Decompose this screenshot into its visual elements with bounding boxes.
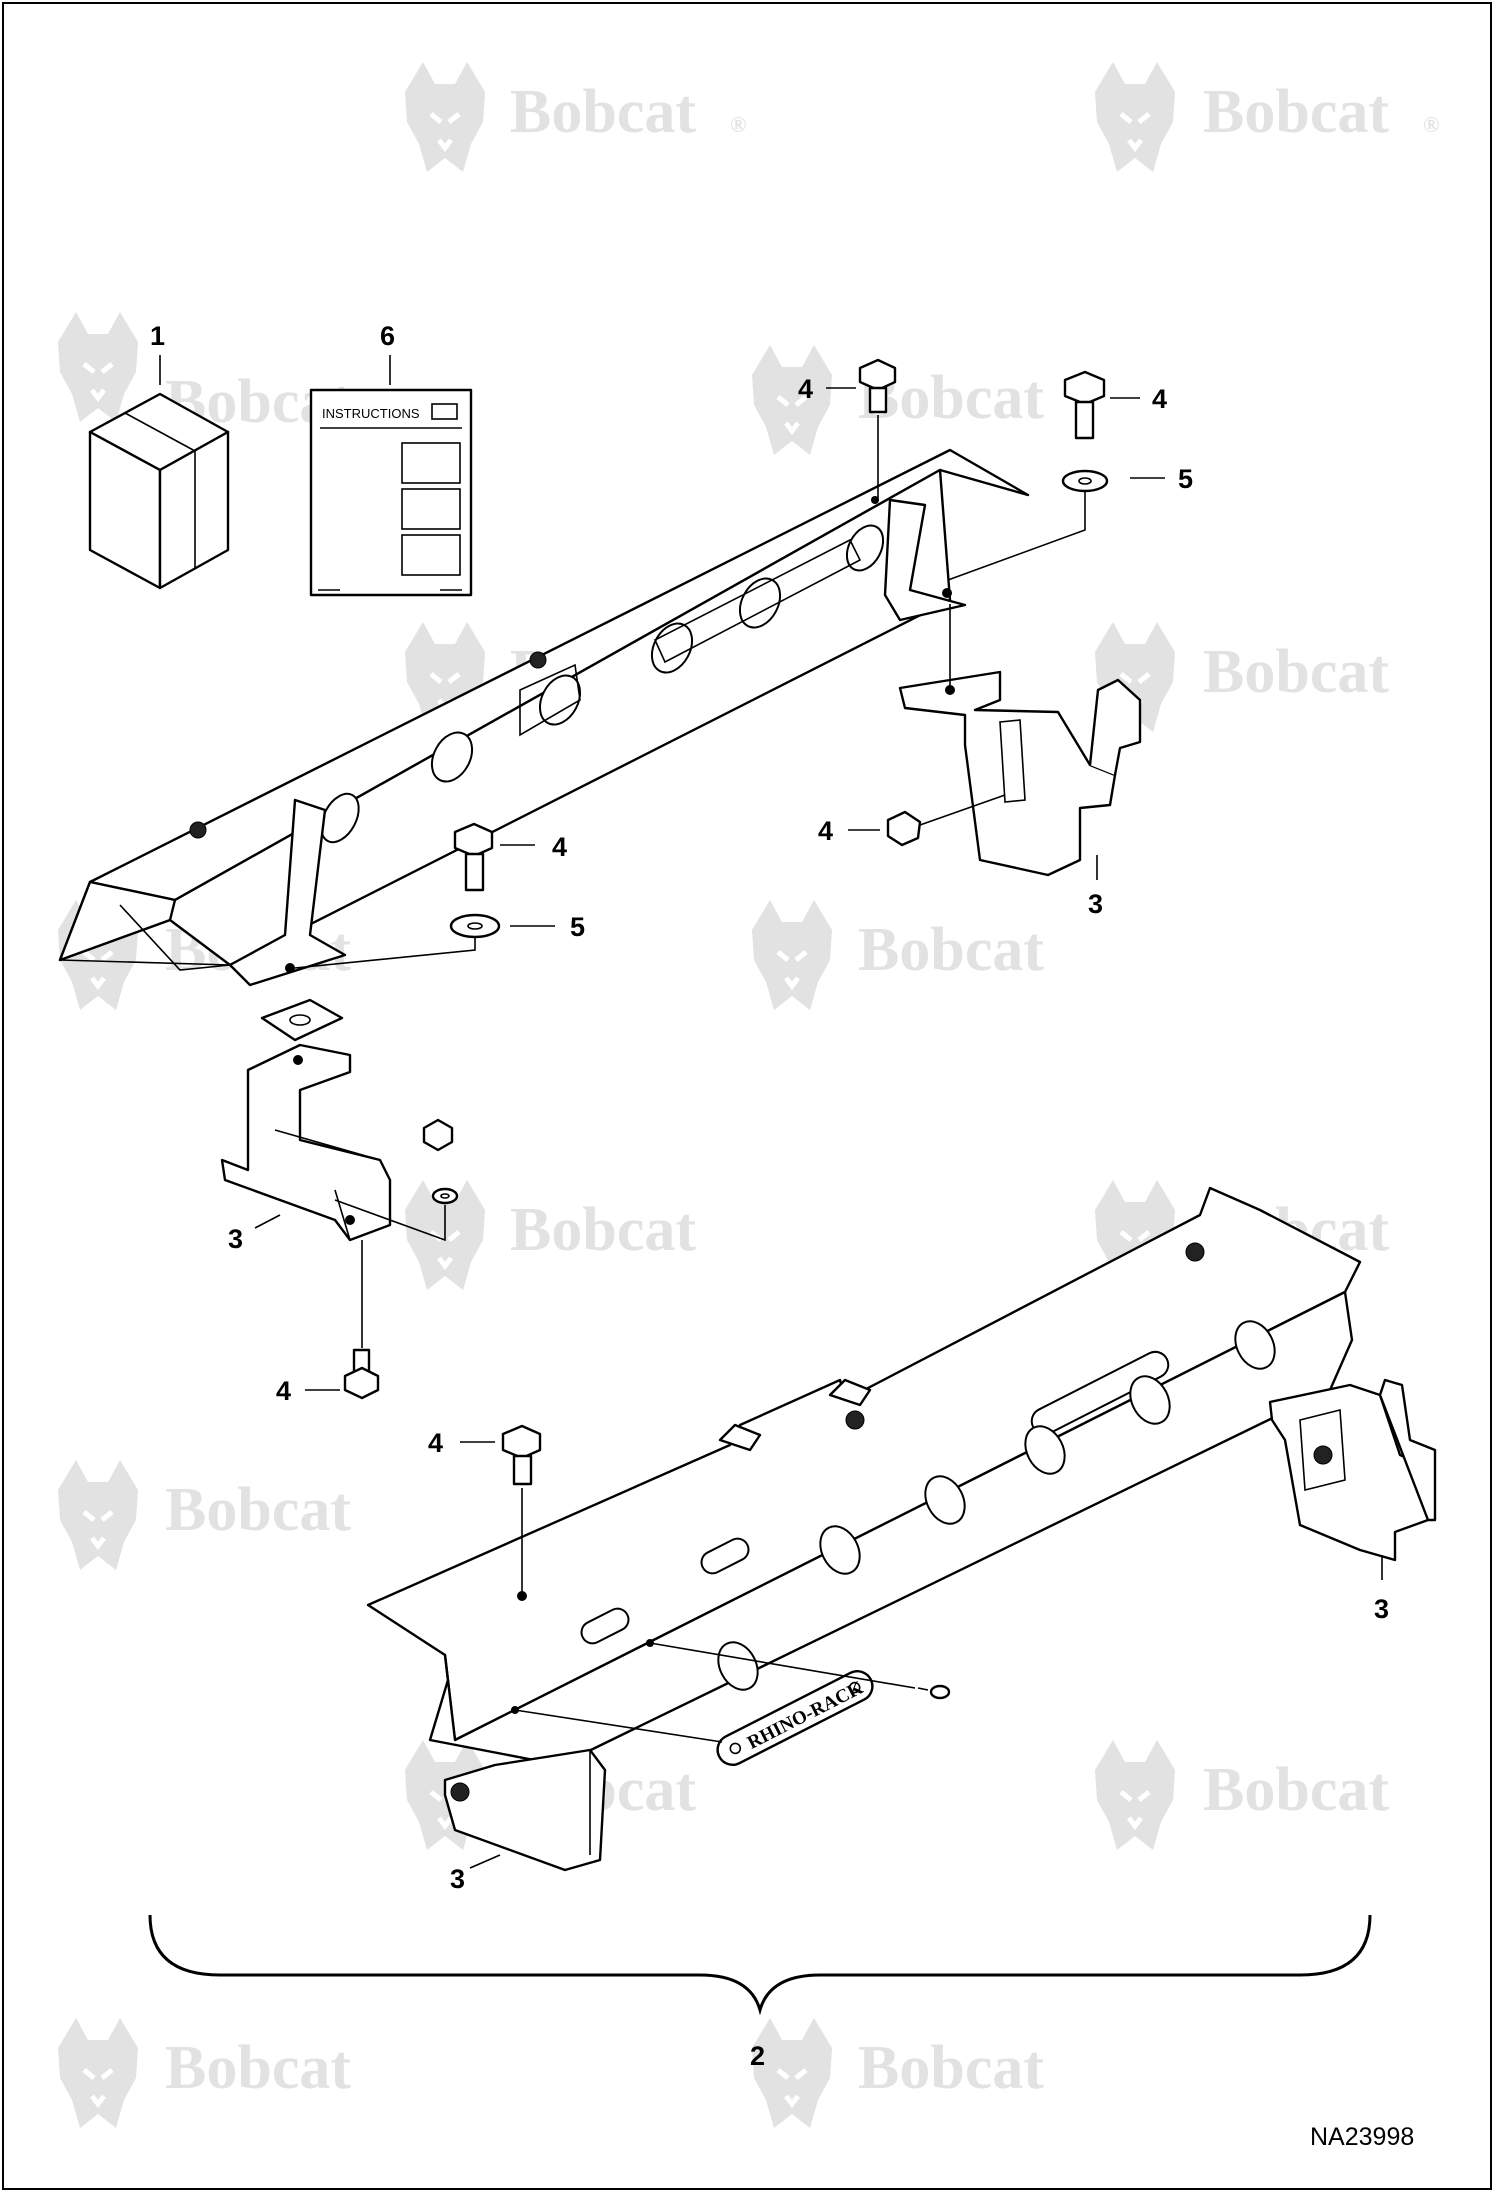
spacer-plate — [260, 998, 344, 1042]
callout-assembly: 2 — [750, 2041, 765, 2071]
leader-line — [919, 794, 1006, 826]
callout-kit: 1 — [150, 321, 165, 351]
watermark-text: Bobcat — [858, 2034, 1044, 2102]
flange-bolt — [343, 1348, 380, 1400]
watermark-text: Bobcat — [1203, 638, 1389, 706]
bobcat-head-logo-icon — [58, 2018, 138, 2128]
callout-bracket: 3 — [450, 1864, 465, 1894]
callout-washer: 5 — [1178, 464, 1193, 494]
leader-line — [514, 1709, 723, 1743]
upper-rail — [58, 448, 1030, 987]
rivet — [917, 1684, 951, 1700]
mount-bracket-lower-left — [220, 1043, 392, 1242]
drawing-number: NA23998 — [1310, 2123, 1414, 2151]
callout-instructions: 6 — [380, 321, 395, 351]
callout-bolt: 4 — [552, 832, 567, 862]
watermark-text: Bobcat — [858, 916, 1044, 984]
callout-bracket: 3 — [1374, 1594, 1389, 1624]
leader-line — [294, 937, 476, 969]
flat-washer — [449, 913, 501, 939]
flange-bolt — [501, 1424, 542, 1486]
bobcat-head-logo-icon — [58, 1460, 138, 1570]
mount-bracket-upper-right — [898, 670, 1142, 877]
watermark-text: Bobcat — [165, 1476, 351, 1544]
mount-bracket-lower-right — [1268, 1378, 1437, 1562]
leader-line — [649, 1642, 916, 1689]
callout-bolt: 4 — [1152, 384, 1167, 414]
bobcat-head-logo-icon — [1095, 62, 1175, 172]
nameplate-text: RHINO-RACK — [744, 1677, 867, 1753]
kit-box — [88, 392, 230, 590]
watermark-text: Bobcat — [1203, 1756, 1389, 1824]
callout-bolt: 4 — [818, 816, 833, 846]
callout-washer: 5 — [570, 912, 585, 942]
watermark-text: Bobcat — [1203, 78, 1389, 146]
watermark-text: Bobcat — [165, 2034, 351, 2102]
bobcat-head-logo-icon — [752, 345, 832, 455]
bobcat-head-logo-icon — [752, 2018, 832, 2128]
watermark-registered: ® — [1423, 112, 1439, 137]
watermark-registered: ® — [730, 112, 746, 137]
bobcat-head-logo-icon — [405, 62, 485, 172]
flange-bolt — [1063, 370, 1106, 440]
hex-nut — [422, 1118, 454, 1152]
callout-bolt: 4 — [276, 1376, 291, 1406]
callout-bracket: 3 — [228, 1224, 243, 1254]
bobcat-head-logo-icon — [1095, 1740, 1175, 1850]
lower-rail — [366, 1186, 1362, 1872]
assembly-brace — [148, 1914, 1372, 2016]
instructions-title: INSTRUCTIONS — [322, 406, 420, 421]
flange-bolt — [453, 822, 494, 892]
watermark-text: Bobcat — [510, 1196, 696, 1264]
leader-line — [334, 1199, 446, 1242]
leader-line — [254, 1214, 281, 1229]
watermark-row-1: Bobcat ® Bobcat ® — [405, 62, 1439, 172]
leader-line — [947, 492, 1086, 581]
bobcat-head-logo-icon — [752, 900, 832, 1010]
flange-bolt — [886, 810, 922, 847]
flat-washer — [1061, 469, 1109, 493]
flange-bolt — [858, 358, 897, 414]
watermark-row-8: Bobcat Bobcat — [58, 2018, 1044, 2128]
lock-washer — [431, 1187, 459, 1205]
instructions-card: INSTRUCTIONS — [309, 388, 473, 597]
callout-bolt: 4 — [798, 374, 813, 404]
bobcat-head-logo-icon — [58, 312, 138, 422]
callout-bracket: 3 — [1088, 889, 1103, 919]
watermark-text: Bobcat — [510, 78, 696, 146]
leader-line — [469, 1854, 501, 1869]
callout-bolt: 4 — [428, 1428, 443, 1458]
